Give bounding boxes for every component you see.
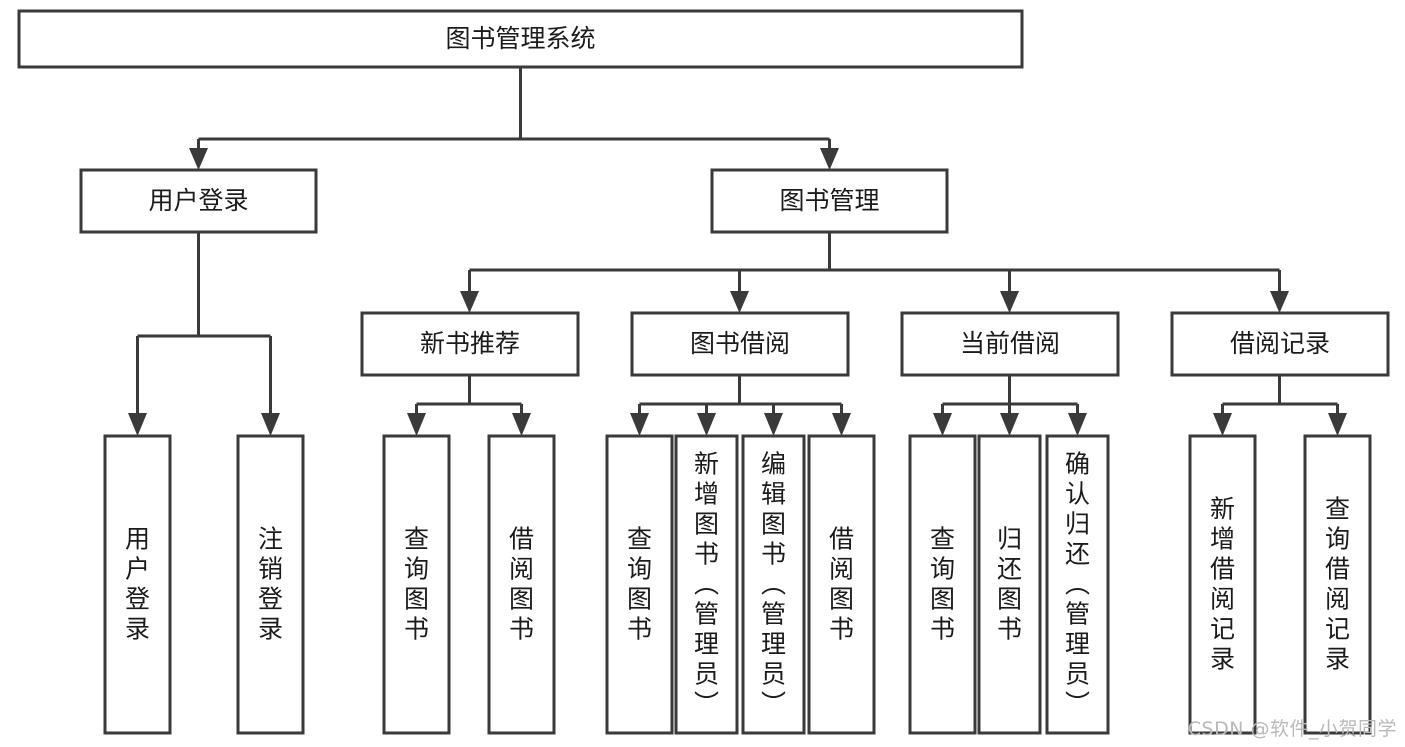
node-leaf-user-logout-box[interactable]: [236, 434, 305, 735]
csdn-watermark: CSDN @软件_小贺同学: [1187, 718, 1397, 740]
arrow-leaf-query-book-3: [933, 413, 952, 436]
node-leaf-query-book-2[interactable]: 查询图书: [605, 434, 674, 735]
node-leaf-query-record-label: 查询借阅记录: [1325, 494, 1350, 673]
node-leaf-user-logout-label: 注销登录: [258, 524, 283, 643]
node-borrow-record-label: 借阅记录: [1230, 329, 1330, 358]
node-leaf-query-book-3-label: 查询图书: [930, 524, 955, 643]
node-leaf-user-login-label: 用户登录: [125, 524, 150, 643]
arrow-leaf-add-book: [697, 413, 716, 436]
node-borrow-record[interactable]: 借阅记录: [1170, 311, 1390, 377]
node-leaf-user-login-box[interactable]: [103, 434, 172, 735]
node-leaf-query-book-1[interactable]: 查询图书: [382, 434, 451, 735]
node-leaf-query-book-2-label: 查询图书: [627, 524, 652, 643]
node-leaf-confirm-return[interactable]: 确认归还︵管理员︶: [1045, 434, 1110, 735]
node-leaf-add-record[interactable]: 新增借阅记录: [1188, 434, 1257, 735]
node-leaf-query-record-box[interactable]: [1303, 434, 1372, 735]
node-new-book-recommend-label: 新书推荐: [420, 329, 520, 358]
node-book-borrow-label: 图书借阅: [690, 329, 790, 358]
node-root[interactable]: 图书管理系统: [17, 9, 1024, 69]
node-root-box[interactable]: [17, 9, 1024, 69]
node-root-label: 图书管理系统: [445, 24, 595, 53]
node-leaf-return-book[interactable]: 归还图书: [977, 434, 1042, 735]
arrow-leaf-user-logout: [261, 413, 280, 436]
node-user-login-box[interactable]: [79, 168, 318, 234]
node-leaf-borrow-book-2[interactable]: 借阅图书: [807, 434, 876, 735]
arrow-book-management: [820, 148, 839, 170]
node-book-management-label: 图书管理: [779, 186, 879, 215]
node-leaf-borrow-book-1[interactable]: 借阅图书: [487, 434, 556, 735]
arrow-leaf-confirm-return: [1068, 413, 1087, 436]
arrow-book-borrow: [730, 291, 749, 313]
arrow-leaf-add-record: [1213, 413, 1232, 436]
node-leaf-add-book-label: 新增图书︵管理员︶: [694, 449, 719, 718]
node-book-borrow-box[interactable]: [630, 311, 850, 377]
arrow-leaf-borrow-book-1: [512, 413, 531, 436]
node-leaf-query-book-2-box[interactable]: [605, 434, 674, 735]
node-leaf-edit-book-label: 编辑图书︵管理员︶: [761, 449, 786, 718]
node-leaf-return-book-label: 归还图书: [997, 524, 1022, 643]
node-leaf-add-record-box[interactable]: [1188, 434, 1257, 735]
arrow-leaf-query-record: [1328, 413, 1347, 436]
node-leaf-add-book[interactable]: 新增图书︵管理员︶: [674, 434, 739, 735]
node-leaf-borrow-book-2-label: 借阅图书: [829, 524, 854, 643]
node-leaf-borrow-book-1-label: 借阅图书: [509, 524, 534, 643]
node-leaf-user-logout[interactable]: 注销登录: [236, 434, 305, 735]
arrow-leaf-return-book: [1000, 413, 1019, 436]
node-leaf-query-book-1-label: 查询图书: [404, 524, 429, 643]
node-leaf-edit-book-box[interactable]: [741, 434, 806, 735]
node-leaf-query-record[interactable]: 查询借阅记录: [1303, 434, 1372, 735]
node-leaf-user-login[interactable]: 用户登录: [103, 434, 172, 735]
node-user-login[interactable]: 用户登录: [79, 168, 318, 234]
arrow-new-book-recommend: [460, 291, 479, 313]
node-user-login-label: 用户登录: [148, 186, 248, 215]
node-leaf-confirm-return-box[interactable]: [1045, 434, 1110, 735]
node-leaf-add-record-label: 新增借阅记录: [1210, 494, 1235, 673]
node-leaf-borrow-book-2-box[interactable]: [807, 434, 876, 735]
node-book-borrow[interactable]: 图书借阅: [630, 311, 850, 377]
node-new-book-recommend[interactable]: 新书推荐: [360, 311, 580, 377]
node-leaf-borrow-book-1-box[interactable]: [487, 434, 556, 735]
connector-group: [128, 67, 1347, 436]
node-leaf-query-book-3[interactable]: 查询图书: [908, 434, 977, 735]
node-leaf-add-book-box[interactable]: [674, 434, 739, 735]
node-borrow-record-box[interactable]: [1170, 311, 1390, 377]
node-book-management[interactable]: 图书管理: [710, 168, 949, 234]
arrow-leaf-borrow-book-2: [832, 413, 851, 436]
arrow-leaf-query-book-2: [630, 413, 649, 436]
node-current-borrow[interactable]: 当前借阅: [900, 311, 1120, 377]
arrow-leaf-edit-book: [764, 413, 783, 436]
arrow-leaf-query-book-1: [407, 413, 426, 436]
node-leaf-confirm-return-label: 确认归还︵管理员︶: [1065, 449, 1090, 718]
node-book-management-box[interactable]: [710, 168, 949, 234]
node-leaf-return-book-box[interactable]: [977, 434, 1042, 735]
arrow-user-login: [189, 148, 208, 170]
node-current-borrow-label: 当前借阅: [960, 329, 1060, 358]
arrow-current-borrow: [1000, 291, 1019, 313]
node-current-borrow-box[interactable]: [900, 311, 1120, 377]
node-leaf-query-book-3-box[interactable]: [908, 434, 977, 735]
node-leaf-query-book-1-box[interactable]: [382, 434, 451, 735]
arrow-leaf-user-login: [128, 413, 147, 436]
node-leaf-edit-book[interactable]: 编辑图书︵管理员︶: [741, 434, 806, 735]
node-new-book-recommend-box[interactable]: [360, 311, 580, 377]
arrow-borrow-record: [1270, 291, 1289, 313]
